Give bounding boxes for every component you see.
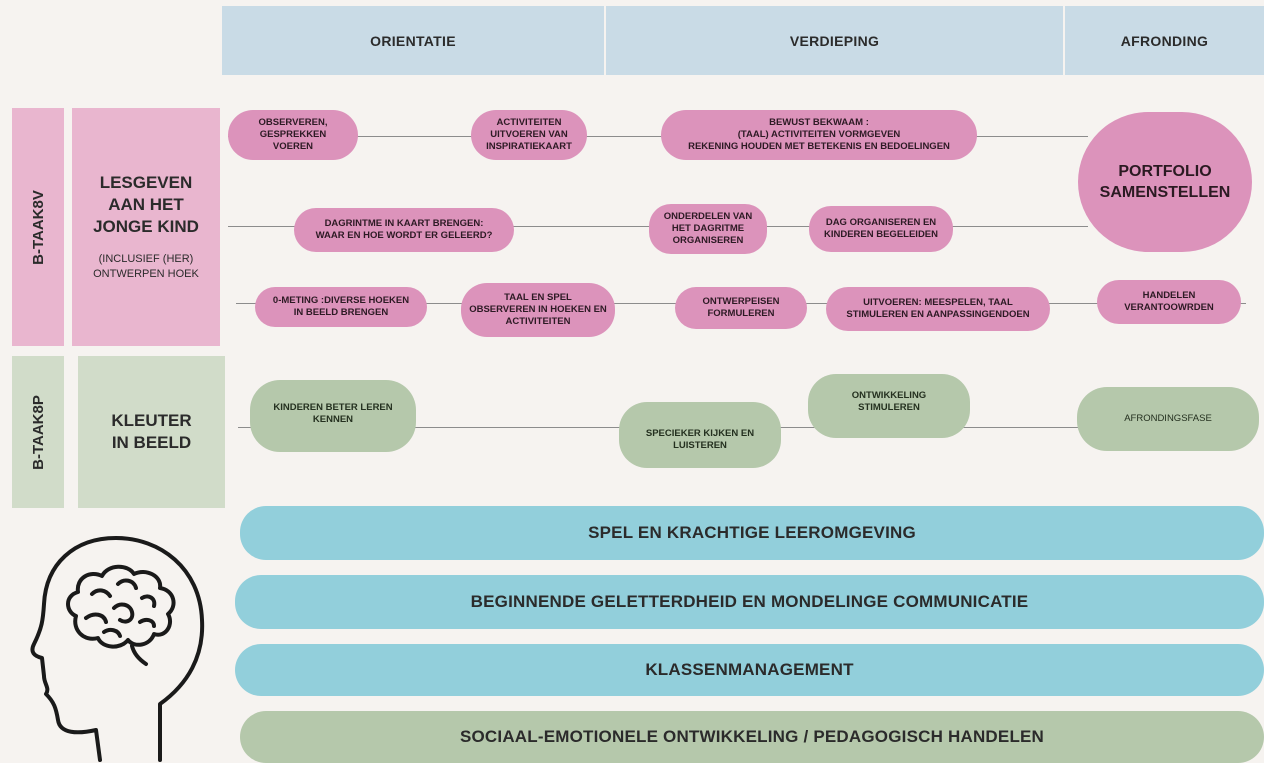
step-ontwerpeisen: ONTWERPEISEN FORMULEREN [675, 287, 807, 329]
step-ontwikkeling-stimuleren: ONTWIKKELING STIMULEREN [808, 374, 970, 438]
step-portfolio: PORTFOLIO SAMENSTELLEN [1078, 112, 1252, 252]
course-kleuter: KLEUTER IN BEELD [78, 356, 225, 508]
band-geletterdheid: BEGINNENDE GELETTERDHEID EN MONDELINGE C… [235, 575, 1264, 629]
brain-head-icon [30, 536, 205, 762]
step-afrondingsfase: AFRONDINGSFASE [1077, 387, 1259, 451]
step-onderdelen-dagritme: ONDERDELEN VAN HET DAGRITME ORGANISEREN [649, 204, 767, 254]
phase-orientatie-label: ORIENTATIE [370, 32, 456, 49]
phase-verdieping: VERDIEPING [606, 6, 1063, 75]
step-0-meting: 0-METING :DIVERSE HOEKEN IN BEELD BRENGE… [255, 287, 427, 327]
step-dag-organiseren: DAG ORGANISEREN EN KINDEREN BEGELEIDEN [809, 206, 953, 252]
course-code-taak8p-label: B-TAAK8P [29, 394, 47, 470]
phase-afronding-label: AFRONDING [1120, 32, 1209, 49]
step-taal-en-spel: TAAL EN SPEL OBSERVEREN IN HOEKEN EN ACT… [461, 283, 615, 337]
timeline-row-1 [228, 136, 1088, 137]
band-spel-leeromgeving: SPEL EN KRACHTIGE LEEROMGEVING [240, 506, 1264, 560]
step-uitvoeren-meespelen: UITVOEREN: MEESPELEN, TAAL STIMULEREN EN… [826, 287, 1050, 331]
course-code-taak8v-label: B-TAAK8V [29, 189, 47, 265]
step-kinderen-beter-leren: KINDEREN BETER LEREN KENNEN [250, 380, 416, 452]
phase-orientatie: ORIENTATIE [222, 6, 604, 75]
band-sociaal-emotioneel: SOCIAAL-EMOTIONELE ONTWIKKELING / PEDAGO… [240, 711, 1264, 763]
phase-afronding: AFRONDING [1065, 6, 1264, 75]
step-bewust-bekwaam: BEWUST BEKWAAM : (TAAL) ACTIVITEITEN VOR… [661, 110, 977, 160]
step-specieker-kijken: SPECIEKER KIJKEN EN LUISTEREN [619, 402, 781, 468]
step-observeren: OBSERVEREN, GESPREKKEN VOEREN [228, 110, 358, 160]
step-handelen-verantwoorden: HANDELEN VERANTOOWRDEN [1097, 280, 1241, 324]
course-code-taak8p: B-TAAK8P [12, 356, 64, 508]
band-klassenmanagement: KLASSENMANAGEMENT [235, 644, 1264, 696]
course-lesgeven-subtitle: (INCLUSIEF (HER) ONTWERPEN HOEK [93, 253, 199, 280]
phase-verdieping-label: VERDIEPING [789, 32, 880, 49]
course-lesgeven: LESGEVEN AAN HET JONGE KIND (INCLUSIEF (… [72, 108, 220, 346]
step-activiteiten-uitvoeren: ACTIVITEITEN UITVOEREN VAN INSPIRATIEKAA… [471, 110, 587, 160]
step-dagritme-in-kaart: DAGRINTME IN KAART BRENGEN: WAAR EN HOE … [294, 208, 514, 252]
course-kleuter-title: KLEUTER IN BEELD [111, 411, 192, 452]
course-lesgeven-title: LESGEVEN AAN HET JONGE KIND [93, 173, 199, 236]
course-code-taak8v: B-TAAK8V [12, 108, 64, 346]
